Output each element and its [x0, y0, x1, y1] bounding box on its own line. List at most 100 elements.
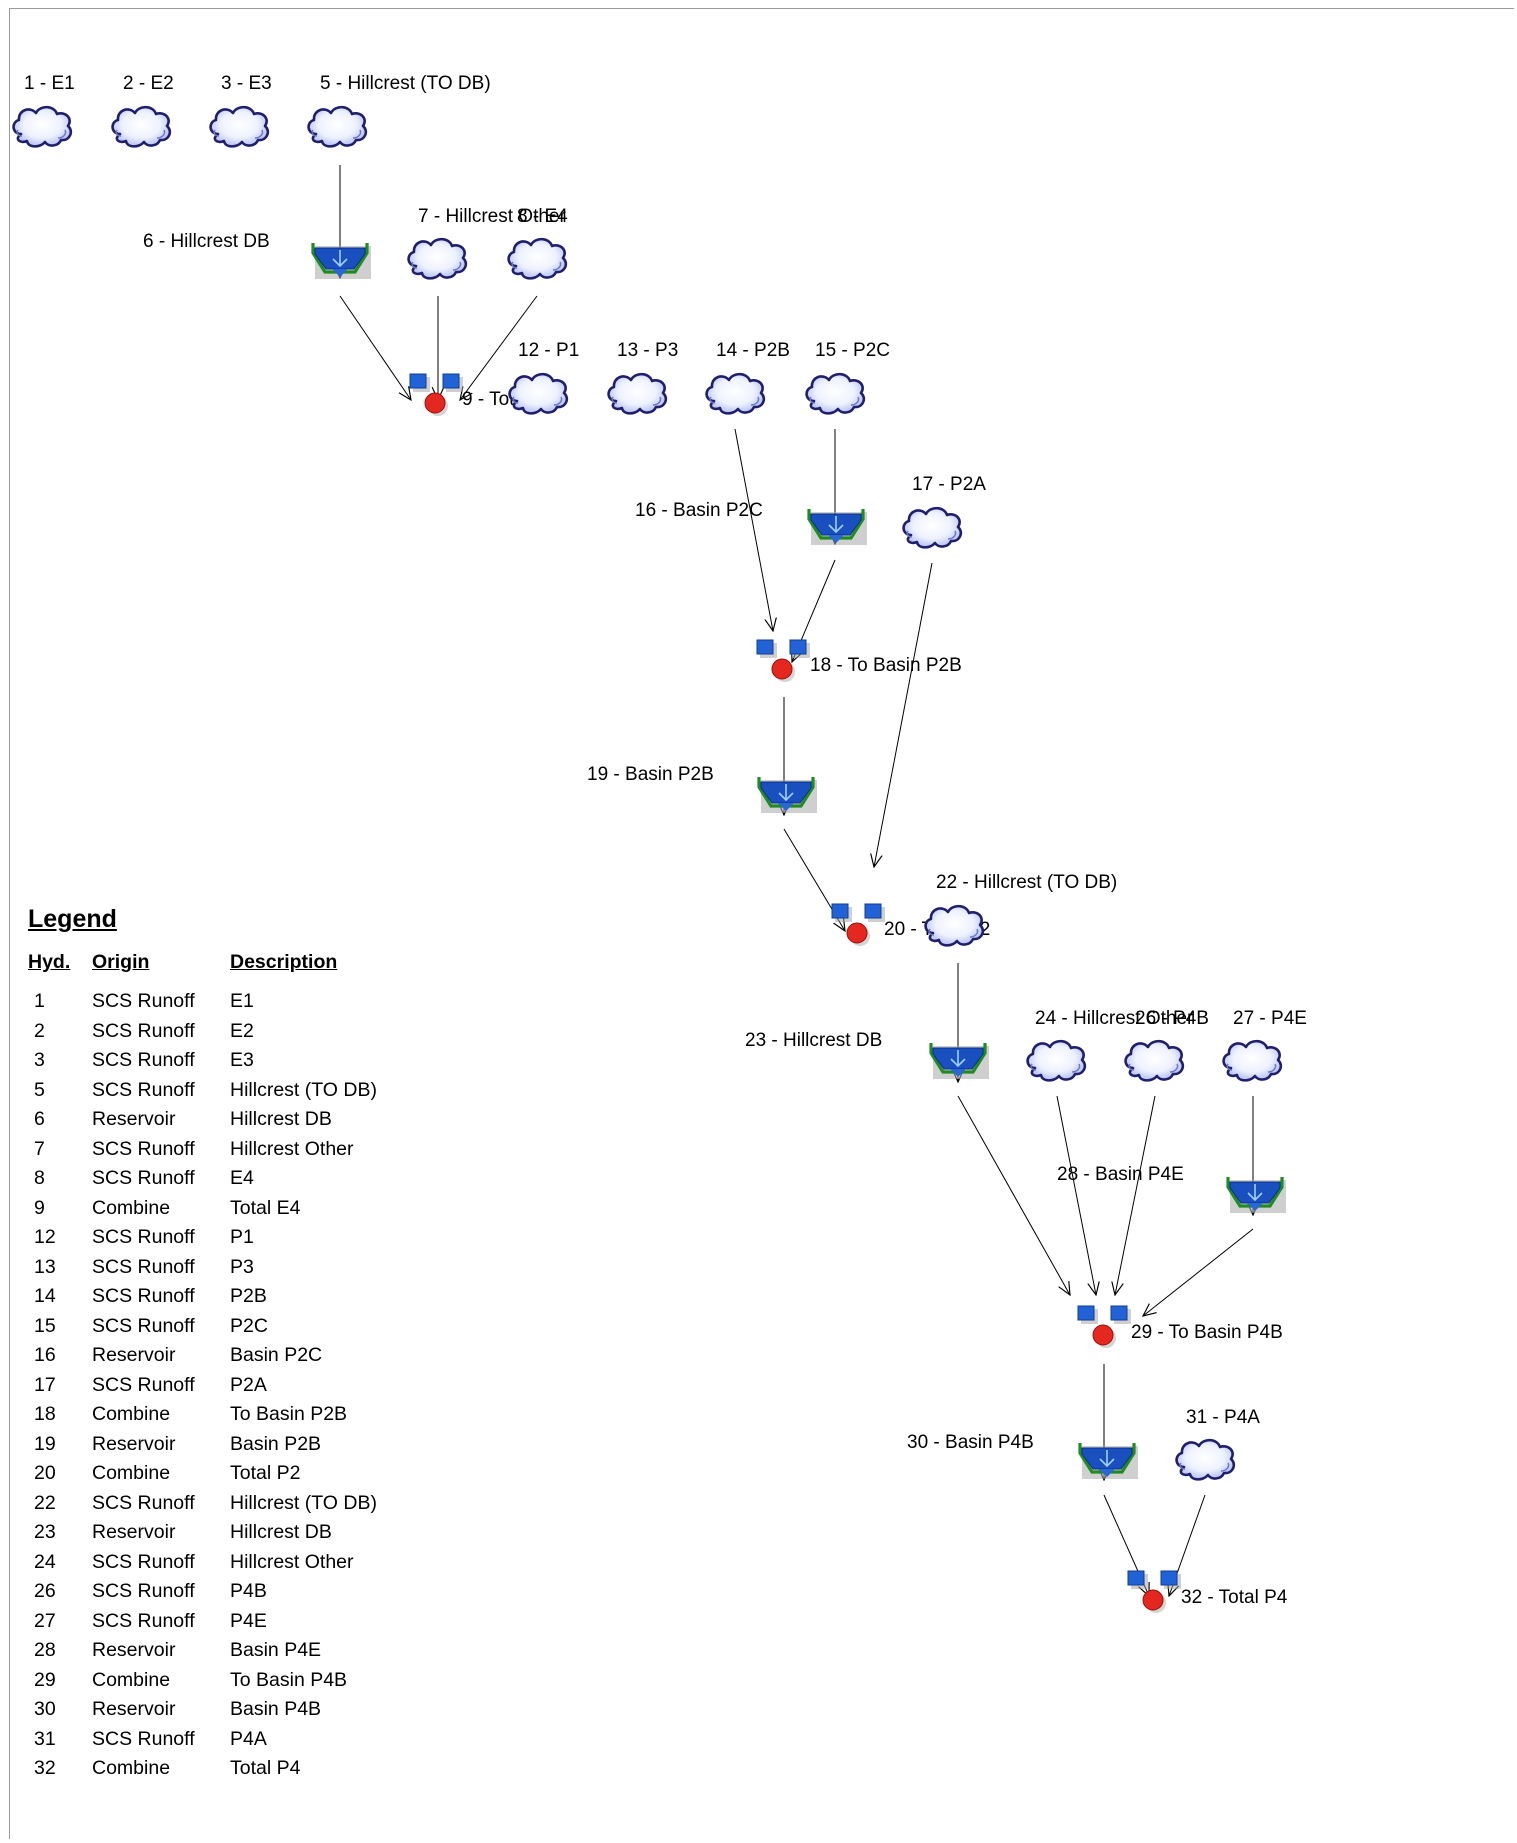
- node-hyd-23[interactable]: 23 - Hillcrest DB: [745, 1030, 991, 1081]
- runoff-cloud-icon[interactable]: [12, 105, 73, 148]
- node-hyd-28[interactable]: 28 - Basin P4E: [1057, 1164, 1288, 1215]
- combine-junction-icon[interactable]: [1127, 1570, 1182, 1614]
- reservoir-pond-icon[interactable]: [1226, 1175, 1288, 1215]
- runoff-cloud-icon[interactable]: [1124, 1039, 1185, 1082]
- flow-arrow-26-to-29: [1115, 1095, 1156, 1295]
- runoff-cloud-icon[interactable]: [1222, 1039, 1283, 1082]
- runoff-cloud-icon[interactable]: [407, 237, 468, 280]
- node-hyd-22[interactable]: 22 - Hillcrest (TO DB): [924, 872, 1118, 947]
- node-label: 28 - Basin P4E: [1057, 1164, 1184, 1185]
- node-label: 29 - To Basin P4B: [1131, 1322, 1283, 1343]
- runoff-cloud-icon[interactable]: [805, 372, 866, 415]
- node-label: 16 - Basin P2C: [635, 500, 763, 521]
- runoff-cloud-icon[interactable]: [508, 372, 569, 415]
- flow-arrow-8-to-9: [460, 295, 538, 400]
- runoff-cloud-icon[interactable]: [307, 105, 368, 148]
- node-hyd-14[interactable]: 14 - P2B: [705, 340, 790, 415]
- node-hyd-7[interactable]: 7 - Hillcrest Other: [407, 206, 567, 280]
- legend-origin: Reservoir: [92, 1639, 176, 1662]
- combine-junction-icon[interactable]: [409, 373, 464, 417]
- node-hyd-31[interactable]: 31 - P4A: [1175, 1407, 1261, 1481]
- node-hyd-6[interactable]: 6 - Hillcrest DB: [143, 231, 373, 281]
- node-label: 30 - Basin P4B: [907, 1432, 1034, 1453]
- flow-arrow-24-to-29: [1056, 1095, 1096, 1295]
- node-hyd-26[interactable]: 26 - P4B: [1124, 1008, 1209, 1082]
- legend-description: Hillcrest Other: [230, 1550, 354, 1573]
- node-hyd-1[interactable]: 1 - E1: [12, 73, 75, 148]
- node-hyd-24[interactable]: 24 - Hillcrest Other: [1026, 1008, 1194, 1082]
- reservoir-pond-icon[interactable]: [1078, 1441, 1140, 1481]
- node-hyd-15[interactable]: 15 - P2C: [805, 340, 890, 415]
- legend-hyd: 16: [34, 1344, 56, 1367]
- node-hyd-5[interactable]: 5 - Hillcrest (TO DB): [307, 73, 491, 148]
- node-hyd-3[interactable]: 3 - E3: [209, 73, 272, 148]
- node-hyd-32[interactable]: 32 - Total P4: [1127, 1570, 1288, 1614]
- legend-description: P2B: [230, 1285, 267, 1308]
- legend-description: Basin P4E: [230, 1639, 322, 1662]
- node-label: 3 - E3: [221, 73, 272, 94]
- legend-origin: Combine: [92, 1668, 171, 1691]
- node-label: 17 - P2A: [912, 474, 986, 495]
- node-hyd-12[interactable]: 12 - P1: [508, 340, 580, 415]
- node-hyd-16[interactable]: 16 - Basin P2C: [635, 500, 869, 547]
- runoff-cloud-icon[interactable]: [1175, 1438, 1236, 1481]
- runoff-cloud-icon[interactable]: [1026, 1039, 1087, 1082]
- flow-arrow-23-to-29: [957, 1095, 1070, 1295]
- node-hyd-17[interactable]: 17 - P2A: [902, 474, 987, 549]
- legend-origin: SCS Runoff: [92, 1491, 195, 1514]
- runoff-cloud-icon[interactable]: [902, 506, 963, 549]
- legend-hyd: 15: [34, 1314, 56, 1337]
- runoff-cloud-icon[interactable]: [924, 904, 985, 947]
- legend-description: Hillcrest DB: [230, 1521, 332, 1544]
- legend-description: P3: [230, 1255, 254, 1278]
- node-label: 22 - Hillcrest (TO DB): [936, 872, 1117, 893]
- legend-origin: SCS Runoff: [92, 1580, 195, 1603]
- runoff-cloud-icon[interactable]: [507, 237, 568, 280]
- node-hyd-19[interactable]: 19 - Basin P2B: [587, 764, 819, 815]
- legend-hyd: 17: [34, 1373, 56, 1396]
- node-hyd-29[interactable]: 29 - To Basin P4B: [1077, 1305, 1283, 1349]
- legend-hyd: 9: [34, 1196, 45, 1219]
- legend-origin: SCS Runoff: [92, 1078, 195, 1101]
- node-hyd-30[interactable]: 30 - Basin P4B: [907, 1432, 1140, 1481]
- legend-hyd: 3: [34, 1049, 45, 1072]
- legend-description: P1: [230, 1226, 254, 1249]
- reservoir-pond-icon[interactable]: [807, 507, 869, 547]
- legend-origin: Reservoir: [92, 1521, 176, 1544]
- runoff-cloud-icon[interactable]: [209, 105, 270, 148]
- node-hyd-18[interactable]: 18 - To Basin P2B: [756, 639, 962, 683]
- reservoir-pond-icon[interactable]: [929, 1041, 991, 1081]
- runoff-cloud-icon[interactable]: [111, 105, 172, 148]
- runoff-cloud-icon[interactable]: [705, 372, 766, 415]
- node-hyd-27[interactable]: 27 - P4E: [1222, 1008, 1307, 1082]
- combine-junction-icon[interactable]: [1077, 1305, 1132, 1349]
- legend-hyd: 22: [34, 1491, 56, 1514]
- legend-description: Basin P4B: [230, 1698, 322, 1721]
- reservoir-pond-icon[interactable]: [757, 775, 819, 815]
- legend-hyd: 29: [34, 1668, 56, 1691]
- node-hyd-2[interactable]: 2 - E2: [111, 73, 174, 148]
- node-label: 2 - E2: [123, 73, 174, 94]
- legend-hyd: 30: [34, 1698, 56, 1721]
- legend-header-hyd: Hyd.: [28, 951, 71, 973]
- combine-junction-icon[interactable]: [831, 903, 886, 947]
- node-label: 24 - Hillcrest Other: [1035, 1008, 1194, 1029]
- node-hyd-8[interactable]: 8 - E4: [507, 206, 569, 280]
- reservoir-pond-icon[interactable]: [311, 241, 373, 281]
- node-hyd-13[interactable]: 13 - P3: [607, 340, 679, 415]
- node-label: 12 - P1: [518, 340, 579, 361]
- combine-junction-icon[interactable]: [756, 639, 811, 683]
- runoff-cloud-icon[interactable]: [607, 372, 668, 415]
